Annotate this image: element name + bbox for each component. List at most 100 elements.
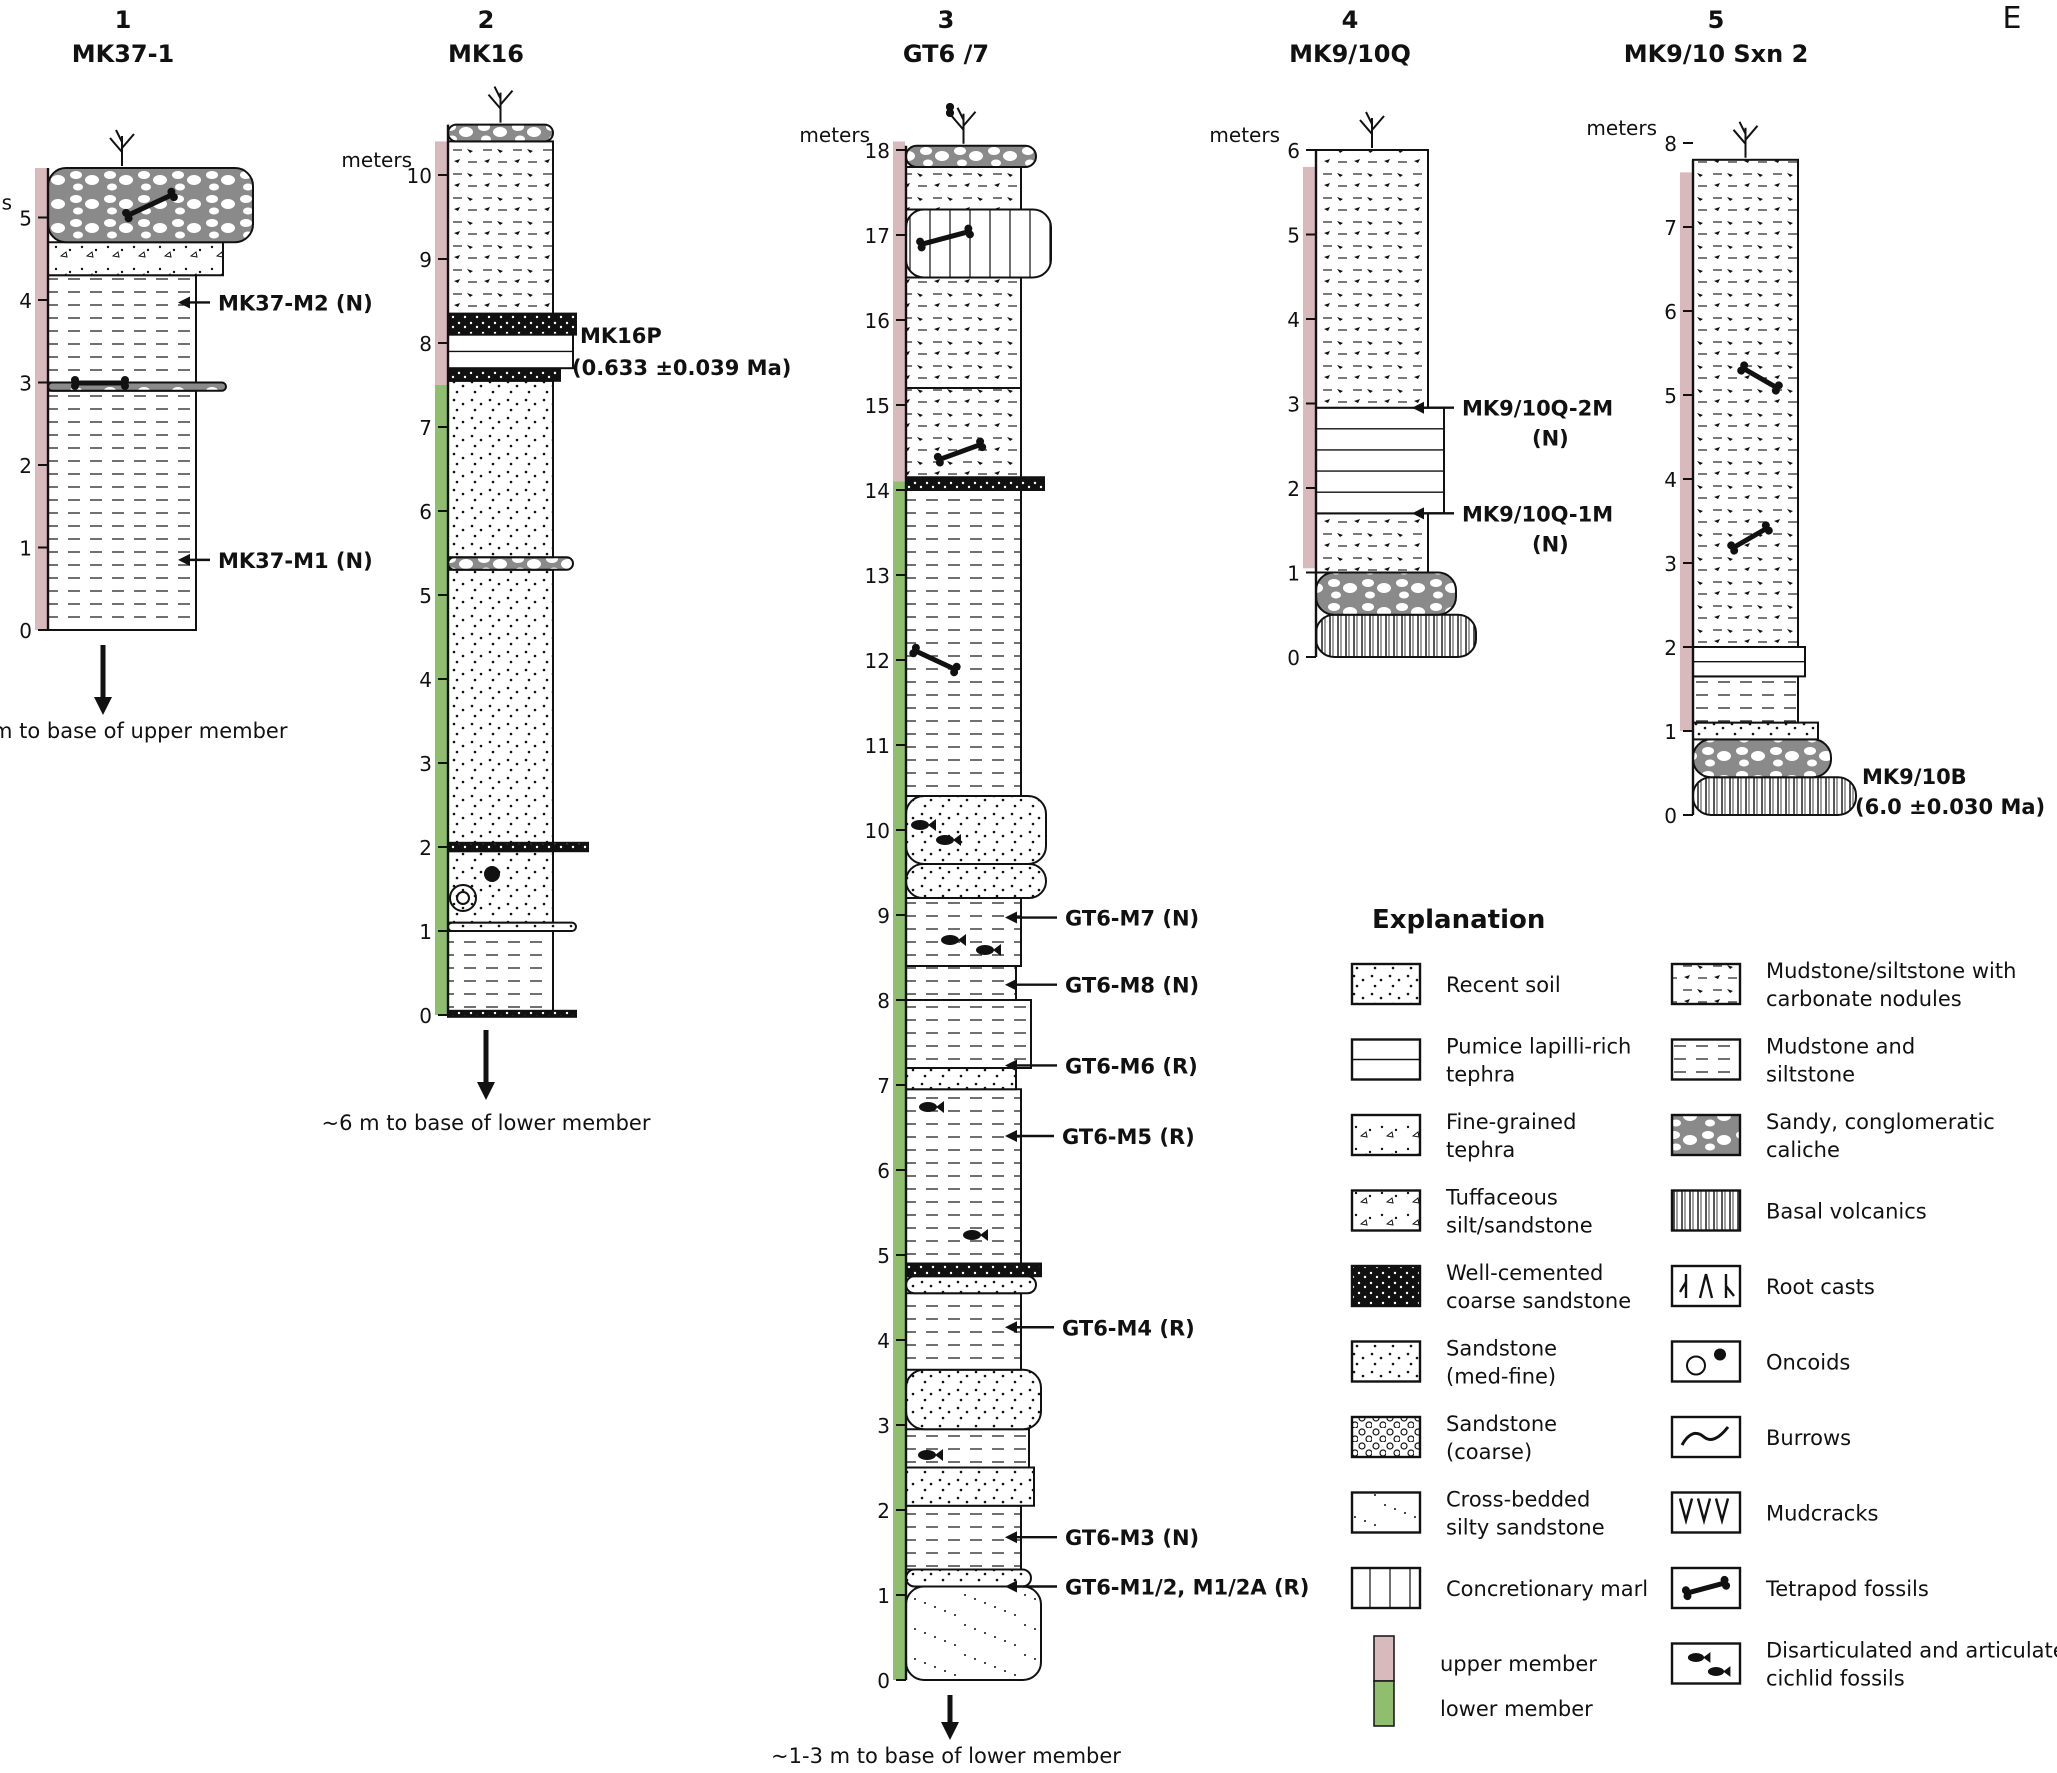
tick-label: 7 bbox=[877, 1074, 890, 1098]
sample-label: MK9/10Q-2M bbox=[1462, 397, 1613, 421]
tick-label: 6 bbox=[877, 1159, 890, 1183]
legend-item-label: Burrows bbox=[1766, 1426, 1851, 1450]
down-arrow-icon bbox=[941, 1695, 959, 1740]
member-label: lower member bbox=[1440, 1697, 1593, 1721]
sample-label: GT6-M7 (N) bbox=[1065, 907, 1199, 931]
mudstone-nodules-icon bbox=[1670, 962, 1742, 1006]
tick-label: 13 bbox=[865, 564, 890, 588]
tick-label: 5 bbox=[877, 1244, 890, 1268]
lithology-layer bbox=[47, 389, 197, 631]
axis-unit-label: meters bbox=[799, 123, 870, 147]
marl-icon bbox=[1350, 1566, 1422, 1610]
lithology-layer bbox=[1692, 776, 1857, 817]
tick-label: 1 bbox=[1287, 562, 1300, 586]
lithology-layer bbox=[905, 1292, 1022, 1371]
column-title: MK37-1 bbox=[72, 40, 175, 68]
sample-label: MK9/10B bbox=[1862, 765, 1967, 789]
tick-label: 4 bbox=[1664, 468, 1677, 492]
legend-item-label: Sandy, conglomeratic bbox=[1766, 1110, 1995, 1134]
legend-item-mudcracks: Mudcracks bbox=[1670, 1491, 1878, 1534]
tick-label: 6 bbox=[419, 500, 432, 524]
sample-label: MK37-M1 (N) bbox=[218, 549, 373, 573]
legend-item-label: Well-cemented bbox=[1446, 1261, 1603, 1285]
lithology-layer bbox=[905, 489, 1022, 797]
cichlid-fossil-icon bbox=[976, 944, 1001, 956]
legend-item-tuffaceous: Tuffaceous silt/sandstone bbox=[1350, 1186, 1593, 1238]
tick-label: 1 bbox=[419, 920, 432, 944]
tick-label: 12 bbox=[865, 649, 890, 673]
legend-item-burrows: Burrows bbox=[1670, 1415, 1851, 1459]
legend-item-marl: Concretionary marl bbox=[1350, 1566, 1648, 1610]
legend-item-label: Tuffaceous bbox=[1445, 1186, 1558, 1210]
sample-label: GT6-M6 (R) bbox=[1065, 1054, 1198, 1078]
axis-unit-label: meters bbox=[341, 148, 412, 172]
lithology-layer bbox=[47, 241, 224, 277]
tetrapod-fossil-icon bbox=[916, 224, 974, 252]
cichlid-fossil-icon bbox=[941, 934, 966, 946]
tuffaceous-icon bbox=[1350, 1189, 1422, 1232]
tick-label: 14 bbox=[865, 479, 890, 503]
tick-label: 0 bbox=[419, 1004, 432, 1028]
legend-item-label: silt/sandstone bbox=[1446, 1214, 1593, 1238]
column-number: 1 bbox=[115, 6, 132, 34]
plant-icon bbox=[950, 107, 977, 144]
tetrapod-fossil-icon bbox=[933, 437, 987, 467]
legend-item-label: Oncoids bbox=[1766, 1351, 1850, 1375]
column-4: 4MK9/10Q0123456metersMK9/10Q-2M(N)MK9/10… bbox=[1209, 6, 1613, 670]
lithology-layer bbox=[905, 999, 1032, 1069]
legend-title: Explanation bbox=[1372, 905, 1545, 935]
tick-label: 2 bbox=[1664, 636, 1677, 660]
plant-icon bbox=[487, 86, 514, 123]
tetrapod-fossil-icon bbox=[1681, 1575, 1731, 1601]
legend-item-label: Sandstone bbox=[1446, 1337, 1557, 1361]
tick-label: 8 bbox=[877, 989, 890, 1013]
tick-label: 0 bbox=[1664, 804, 1677, 828]
lithology-layer bbox=[905, 1262, 1042, 1278]
lithology-layer bbox=[447, 367, 561, 382]
column-title: MK9/10Q bbox=[1289, 40, 1411, 68]
tetrapod-fossil-icon bbox=[71, 376, 129, 390]
lithology-layer bbox=[447, 921, 577, 932]
legend-item-label: caliche bbox=[1766, 1138, 1840, 1162]
axis-unit-label: s bbox=[2, 191, 12, 215]
lithology-layer bbox=[447, 379, 554, 559]
column-number: 2 bbox=[478, 6, 495, 34]
lithology-layer bbox=[1315, 571, 1457, 616]
lithology-layer bbox=[905, 1275, 1037, 1295]
down-arrow-icon bbox=[94, 645, 112, 715]
tick-label: 3 bbox=[877, 1414, 890, 1438]
legend-item-label: Cross-bedded bbox=[1446, 1488, 1590, 1512]
legend-item-label: Tetrapod fossils bbox=[1765, 1577, 1929, 1601]
tick-label: 17 bbox=[865, 224, 890, 248]
legend-item-label: Sandstone bbox=[1446, 1412, 1557, 1436]
sample-polarity-label: (N) bbox=[1532, 532, 1569, 556]
lower-member-swatch bbox=[1373, 1680, 1395, 1727]
lithology-layer bbox=[905, 166, 1022, 211]
legend-item-label: Mudstone/siltstone with bbox=[1766, 959, 2016, 983]
legend-item-label: coarse sandstone bbox=[1446, 1289, 1631, 1313]
tick-label: 9 bbox=[877, 904, 890, 928]
tick-label: 8 bbox=[1664, 132, 1677, 156]
tick-label: 4 bbox=[877, 1329, 890, 1353]
tick-label: 5 bbox=[419, 584, 432, 608]
upper-member-bar bbox=[35, 168, 47, 630]
lithology-layer bbox=[1315, 406, 1445, 515]
recent-soil-icon bbox=[1350, 962, 1422, 1006]
legend-item-label: silty sandstone bbox=[1446, 1516, 1605, 1540]
column-title: MK16 bbox=[448, 40, 524, 68]
tick-label: 6 bbox=[1664, 300, 1677, 324]
legend-item-label: carbonate nodules bbox=[1766, 987, 1962, 1011]
upper-member-bar bbox=[1680, 172, 1692, 731]
tick-label: 1 bbox=[1664, 720, 1677, 744]
upper-member-bar bbox=[435, 141, 447, 385]
upper-member-swatch bbox=[1373, 1635, 1395, 1682]
tick-label: 0 bbox=[1287, 646, 1300, 670]
cross-bedded-icon bbox=[1350, 1491, 1422, 1534]
lithology-layer bbox=[905, 1585, 1042, 1681]
tick-label: 4 bbox=[1287, 308, 1300, 332]
lithology-layer bbox=[447, 930, 554, 1012]
basal-volcanics-icon bbox=[1670, 1189, 1742, 1232]
legend-item-caliche: Sandy, conglomeratic caliche bbox=[1670, 1110, 1995, 1162]
